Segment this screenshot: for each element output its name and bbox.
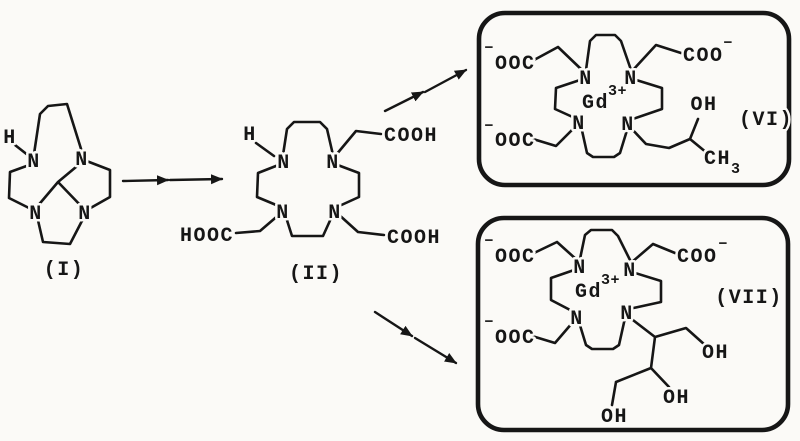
acetic-arm-bottom-left (234, 211, 283, 235)
nitrogen-label: N (579, 68, 593, 91)
ring-bond-top (281, 120, 335, 157)
nitrogen-label: N (277, 152, 291, 175)
acetate-arm-bottom-left (531, 125, 577, 148)
compound-label-II: (II) (289, 263, 343, 286)
nitrogen-label: N (620, 303, 634, 326)
trihydroxybutyl-chain (610, 315, 707, 407)
compound-label-I: (I) (44, 259, 85, 282)
gadolinium-label: Gd (582, 92, 609, 115)
ring-bond-left (7, 162, 35, 212)
acetate-arm-top-left (532, 240, 579, 262)
carboxylate-label: OOC (495, 246, 536, 269)
ring-bond-left (553, 77, 585, 121)
carboxylate-label: COO (677, 246, 718, 269)
compound-label-VII: (VII) (715, 287, 783, 310)
ring-bond-right (628, 77, 664, 122)
bridgehead-bonds (34, 160, 85, 210)
methyl-label: CH (704, 148, 731, 171)
arrow-segment (373, 310, 414, 338)
charge-minus-sign: − (484, 314, 494, 331)
arrow-segment (121, 175, 170, 186)
carboxylic-acid-label: COOH (387, 227, 441, 250)
charge-minus-sign: − (718, 236, 728, 253)
nh-hydrogen-label: H (243, 124, 257, 147)
hydroxyl-label: OH (702, 342, 729, 365)
charge-minus-sign: − (484, 233, 494, 250)
gadolinium-label: Gd (575, 281, 602, 304)
arrow-II-to-VII (373, 310, 458, 365)
nitrogen-label: N (328, 202, 342, 225)
ring-bond-right (627, 270, 663, 311)
carboxylic-acid-label: COOH (384, 125, 438, 148)
ring-bond-top (32, 102, 84, 156)
hydroxypropyl-chain (628, 117, 709, 155)
nh-bond (254, 141, 276, 158)
nitrogen-label: N (78, 203, 92, 226)
gadolinium-charge-superscript: 3+ (601, 272, 620, 289)
hydroxyl-label: OH (601, 406, 628, 429)
carboxylate-label: OOC (495, 53, 536, 76)
nitrogen-label: N (276, 202, 290, 225)
nitrogen-label: N (326, 152, 340, 175)
gadolinium-charge-superscript: 3+ (608, 83, 627, 100)
nitrogen-label: N (570, 308, 584, 331)
charge-minus-sign: − (484, 40, 494, 57)
acetic-arm-bottom-right (335, 211, 386, 237)
nitrogen-label: N (572, 113, 586, 136)
ring-bond-top (578, 228, 632, 262)
acetate-arm-top-right (631, 43, 683, 72)
acetate-arm-top-left (532, 45, 584, 72)
carboxylate-label: COO (683, 45, 724, 68)
hydroxyl-label: OH (663, 387, 690, 410)
ring-bond-right (333, 162, 361, 209)
charge-minus-sign: − (484, 118, 494, 135)
nitrogen-label: N (623, 260, 637, 283)
ring-bond-left (549, 267, 579, 314)
arrow-segment (168, 174, 224, 185)
complex-VII-frame (475, 215, 791, 433)
ring-bond-left (255, 162, 283, 209)
acetic-arm-top-right (334, 129, 383, 157)
nitrogen-label: N (27, 151, 41, 174)
arrow-segment (423, 68, 468, 94)
acetate-arm-bottom-left (530, 320, 575, 345)
nitrogen-label: N (75, 149, 89, 172)
ring-bond-bottom (577, 316, 627, 351)
carboxylate-label: OOC (495, 327, 536, 350)
acetate-arm-top-right (630, 242, 677, 264)
charge-minus-sign: − (723, 35, 733, 52)
ring-bond-bottom (283, 212, 335, 238)
compound-label-VI: (VI) (739, 109, 793, 132)
compound-II: H N N N N COOH HOOC COOH (II) (177, 120, 442, 289)
ring-bond-bottom (579, 124, 630, 159)
arrow-II-to-VI (383, 68, 468, 113)
hydroxyl-label: OH (690, 94, 717, 117)
compound-I: H N N N N (I) (1, 102, 112, 285)
nh-bond (13, 143, 31, 158)
arrow-segment (413, 336, 458, 365)
ring-bond-top (584, 33, 633, 72)
nh-hydrogen-label: H (3, 127, 17, 150)
carboxylate-label: OOC (495, 130, 536, 153)
arrow-I-to-II (121, 174, 224, 186)
ring-bond-bottom (35, 214, 86, 246)
complex-VII: − OOC COO − − OOC N N N N Gd 3+ OH OH OH… (475, 215, 791, 433)
ring-bond-right (82, 158, 112, 212)
nitrogen-label: N (621, 114, 635, 137)
arrow-segment (383, 90, 425, 113)
nitrogen-label: N (29, 203, 43, 226)
nitrogen-label: N (573, 257, 587, 280)
carboxylic-acid-label: HOOC (180, 225, 234, 248)
nitrogen-label: N (624, 68, 638, 91)
complex-VI-frame (476, 10, 792, 188)
methyl-subscript: 3 (731, 161, 741, 178)
complex-VI: − OOC COO − − OOC N N N N Gd 3+ OH CH 3 … (476, 10, 794, 188)
